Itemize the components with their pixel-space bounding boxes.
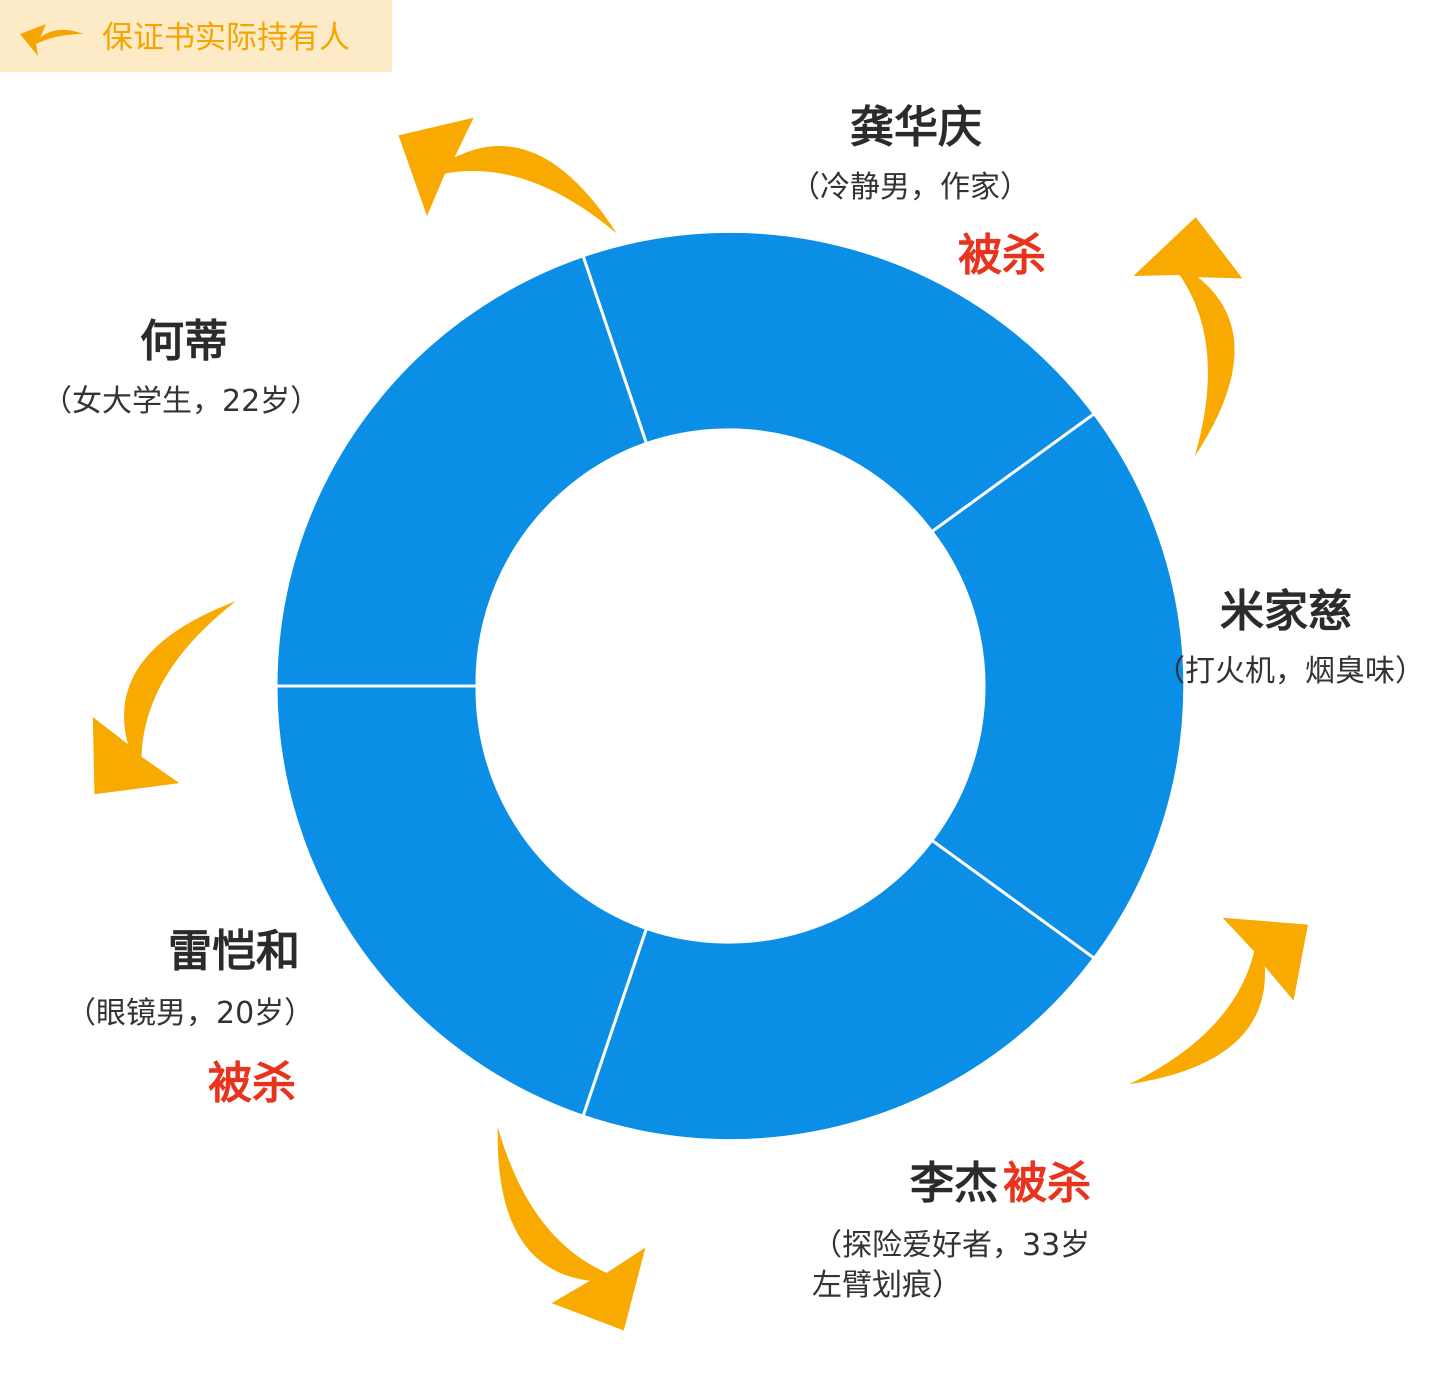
arrow-left [59,568,273,829]
person-gong-name: 龚华庆 [850,100,982,156]
person-lei-status: 被杀 [208,1058,296,1109]
ring-segment-gong [581,229,1097,534]
ring-segment-li [581,838,1097,1143]
person-li-header: 李杰 被杀 [910,1156,1091,1212]
person-lei-desc: （眼镜男，20岁） [66,996,315,1031]
person-he-desc: （女大学生，22岁） [42,384,321,419]
legend: 保证书实际持有人 [0,0,392,72]
legend-label: 保证书实际持有人 [102,20,350,56]
person-mi-desc: （打火机，烟臭味） [1155,654,1425,689]
arrow-top-left [377,97,638,274]
arrow-top-right [1128,212,1261,461]
person-he-name: 何蒂 [140,316,228,367]
person-gong-status: 被杀 [958,230,1046,281]
ring-segment-lei [274,684,649,1119]
ring-segment-mi [929,411,1187,961]
person-name: 李杰 [910,1158,998,1209]
curved-arrow-icon [20,24,84,56]
arrow-right-bottom [1098,879,1338,1129]
ring-segment-he [274,253,649,688]
person-li-desc-line1: （探险爱好者，33岁 [812,1228,1091,1263]
arrow-bottom [445,1101,678,1356]
person-li-desc-line2: 左臂划痕） [812,1268,962,1303]
person-gong-desc: （冷静男，作家） [790,170,1030,205]
person-name: 龚华庆 [850,102,982,153]
person-lei-name: 雷恺和 [168,926,300,977]
person-status: 被杀 [1003,1158,1092,1209]
person-mi-name: 米家慈 [1220,586,1352,637]
ring [274,229,1187,1143]
